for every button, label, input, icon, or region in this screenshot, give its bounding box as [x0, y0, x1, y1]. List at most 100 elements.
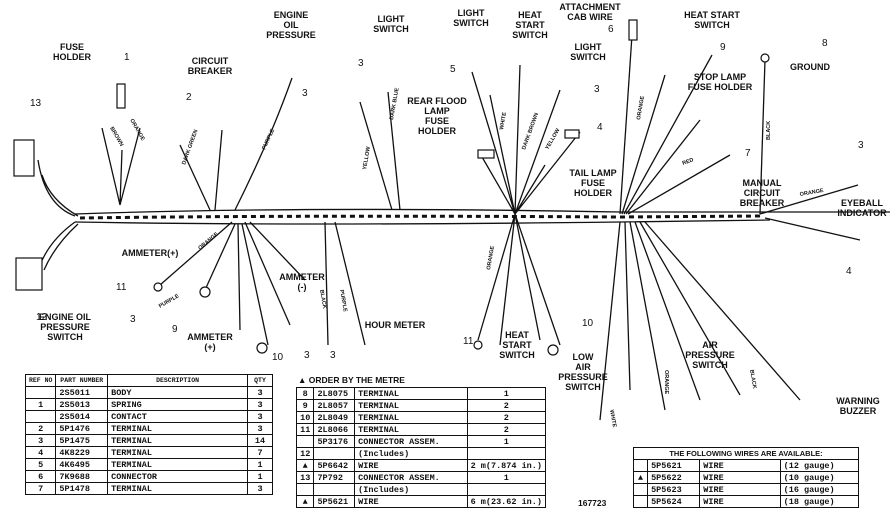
order-table-cell-ref: 9 [295, 399, 315, 412]
wire-label-white: WHITE [499, 112, 508, 131]
callout-2: 2 [186, 92, 192, 103]
order-table-cell-desc: TERMINAL [354, 387, 468, 400]
parts-table-cell-qty: 3 [247, 410, 273, 423]
avail-table-cell-gauge: (12 gauge) [779, 459, 860, 472]
order-table-row: 12(Includes) [295, 447, 547, 460]
parts-table-cell-ref: 1 [24, 398, 57, 411]
order-table-cell-qty: 2 [466, 423, 547, 436]
callout-3: 3 [594, 84, 600, 95]
parts-table-cell-part: 2S5014 [55, 410, 109, 423]
parts-table-cell-part: 4K6495 [55, 458, 109, 471]
parts-table-cell-qty: 3 [247, 398, 273, 411]
order-table-cell-desc: (Includes) [354, 483, 468, 496]
avail-table-cell-part: 5P5623 [647, 483, 701, 496]
wire-label-dark-brown: DARK BROWN [521, 112, 540, 151]
order-table-cell-part: 5P3176 [313, 435, 356, 448]
order-table-cell-qty: 1 [466, 471, 547, 484]
order-table-cell-desc: TERMINAL [354, 423, 468, 436]
order-table-cell-part [313, 447, 356, 460]
avail-table-cell-part: 5P5621 [647, 459, 701, 472]
order-table-cell-ref: ▲ [295, 459, 315, 472]
ring-terminal-9-icon [199, 286, 211, 298]
available-wires-title: THE FOLLOWING WIRES ARE AVAILABLE: [633, 447, 859, 460]
order-table-cell-qty: 1 [466, 387, 547, 400]
branch-hour-meter [324, 221, 366, 346]
drawing-number: 167723 [578, 498, 607, 508]
parts-table-cell-desc: TERMINAL [107, 422, 248, 435]
callout-10: 10 [272, 352, 284, 363]
parts-table-cell-desc: CONNECTOR [107, 470, 248, 483]
parts-table-cell-qty: 1 [247, 458, 273, 471]
order-table-cell-part: 5P5621 [313, 495, 356, 508]
avail-table-cell-desc: WIRE [699, 483, 781, 496]
branch-light-switch-a [359, 91, 401, 211]
wire-label-purple: PURPLE [158, 293, 181, 310]
ring-terminal-11-icon [153, 282, 163, 292]
callout-3: 3 [130, 314, 136, 325]
harness-trunk [74, 208, 890, 215]
header-qty: QTY [247, 374, 273, 387]
order-table-cell-qty: 1 [466, 435, 547, 448]
parts-table-cell-desc: SPRING [107, 398, 248, 411]
parts-table-cell-desc: TERMINAL [107, 434, 248, 447]
header-ref: REF NO [24, 374, 57, 387]
wire-label-orange: ORANGE [799, 188, 824, 198]
parts-table-cell-part: 5P1478 [55, 482, 109, 495]
branch-center-fan [471, 64, 581, 346]
callout-11: 11 [463, 336, 474, 347]
parts-table-cell-qty: 14 [247, 434, 273, 447]
parts-table-header: REF NO PART NUMBER DESCRIPTION QTY [24, 374, 273, 387]
callout-3: 3 [302, 88, 308, 99]
order-table-cell-desc: TERMINAL [354, 399, 468, 412]
branch-attachment-cab [619, 34, 633, 215]
parts-table-cell-qty: 3 [247, 422, 273, 435]
wire-label-orange: ORANGE [636, 95, 646, 120]
avail-table-cell-desc: WIRE [699, 471, 781, 484]
avail-table-cell-gauge: (18 gauge) [779, 495, 860, 508]
wire-label-black: BLACK [318, 289, 327, 309]
avail-table-cell-gauge: (10 gauge) [779, 471, 860, 484]
hour-meter-label: HOUR METER [365, 320, 426, 330]
header-desc: DESCRIPTION [107, 374, 248, 387]
parts-table-cell-ref: 7 [24, 482, 57, 495]
callout-9: 9 [172, 324, 178, 335]
order-table-cell-qty: 6 m(23.62 in.) [466, 495, 547, 508]
connector-13-icon [13, 139, 35, 177]
wire-label-white: WHITE [608, 409, 617, 428]
parts-table: REF NO PART NUMBER DESCRIPTION QTY 2S501… [24, 374, 273, 495]
avail-table-cell-mark: ▲ [632, 471, 649, 484]
order-table-cell-desc: WIRE [354, 495, 468, 508]
branch-left-connector-top [37, 159, 79, 217]
avail-table-cell-desc: WIRE [699, 495, 781, 508]
callout-4: 4 [846, 266, 852, 277]
order-table-cell-qty [466, 447, 547, 460]
order-by-metre-caption: ▲ ORDER BY THE METRE [298, 375, 405, 385]
fuse-holder-icon [116, 83, 126, 109]
parts-table-cell-desc: TERMINAL [107, 482, 248, 495]
order-table-cell-part: 2L8075 [313, 387, 356, 400]
order-table-cell-ref: ▲ [295, 495, 315, 508]
order-table-cell-part: 2L8066 [313, 423, 356, 436]
callout-4: 4 [597, 122, 603, 133]
branch-lower-right [599, 221, 801, 421]
branch-left-connector-bottom [39, 221, 79, 271]
branch-lower-left [159, 221, 306, 346]
